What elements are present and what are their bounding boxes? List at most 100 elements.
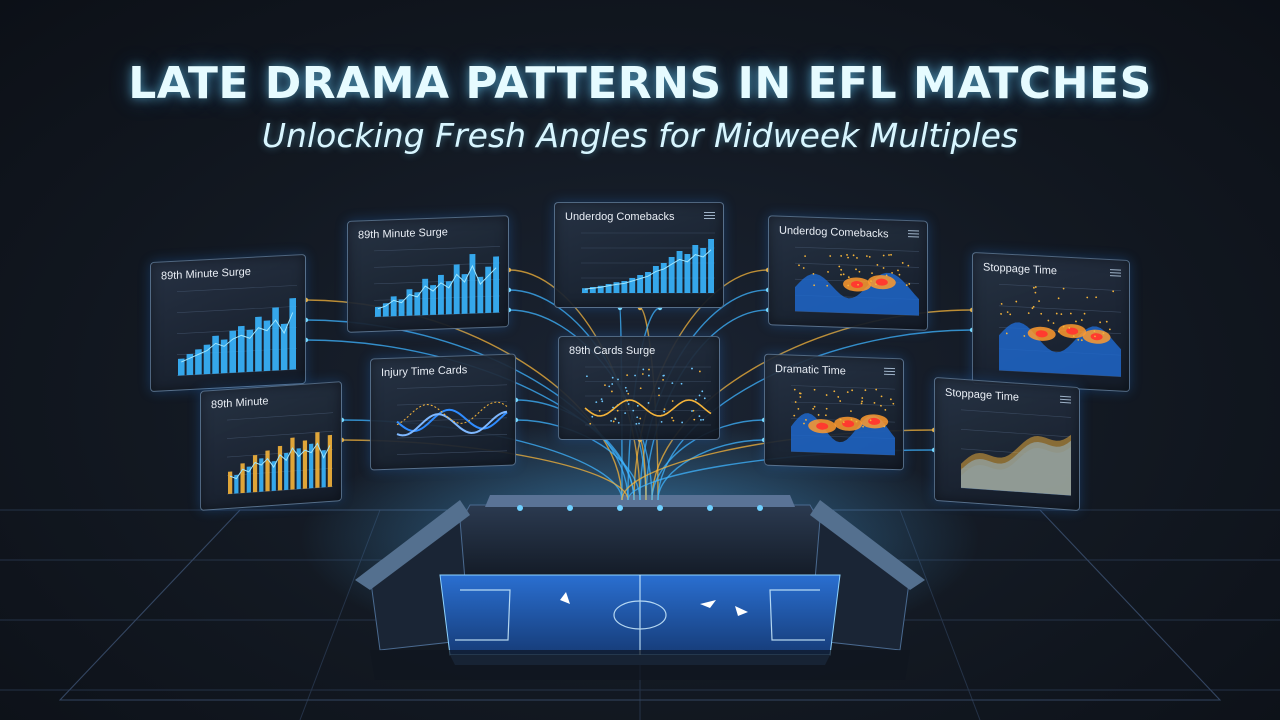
scatter-dot — [661, 421, 663, 423]
scatter-dot — [1053, 322, 1055, 324]
scatter-dot — [1058, 297, 1060, 299]
panel-89th-minute-surge-center-left[interactable]: 89th Minute Surge — [347, 215, 509, 333]
scatter-dot — [704, 397, 706, 399]
scatter-dot — [617, 379, 619, 381]
bar — [653, 266, 659, 293]
scatter-dot — [642, 373, 644, 375]
panel-89th-minute[interactable]: 89th Minute — [200, 381, 342, 511]
bar — [328, 435, 332, 487]
scatter-dot — [1081, 319, 1083, 321]
scatter-dot — [626, 374, 628, 376]
bar — [290, 438, 294, 490]
scatter-dot — [866, 255, 868, 257]
scatter-dot — [671, 417, 673, 419]
scatter-dot — [636, 416, 638, 418]
scatter-dot — [799, 396, 801, 398]
scatter-dot — [855, 268, 857, 270]
scatter-dot — [1095, 296, 1097, 298]
scatter-dot — [672, 400, 674, 402]
bar — [303, 440, 307, 488]
scatter-dot — [890, 398, 892, 400]
scatter-dot — [812, 408, 814, 410]
scatter-dot — [825, 414, 827, 416]
scatter-dot — [625, 387, 627, 389]
bar-chart — [348, 216, 509, 333]
bar — [692, 245, 698, 293]
scatter-dot — [611, 391, 613, 393]
scatter-dot — [693, 419, 695, 421]
scatter-dot — [1007, 311, 1009, 313]
heat-chart — [765, 355, 904, 471]
scatter-dot — [902, 262, 904, 264]
scatter-dot — [846, 254, 848, 256]
bar — [438, 275, 444, 315]
area-chart — [935, 378, 1080, 511]
scatter-dot — [897, 269, 899, 271]
bar — [391, 296, 397, 316]
scatter-dot — [635, 423, 637, 425]
panel-dramatic-time[interactable]: Dramatic Time — [764, 354, 904, 471]
panel-stoppage-time-lower[interactable]: Stoppage Time — [934, 377, 1080, 511]
scatter-dot — [883, 255, 885, 257]
scatter-dot — [859, 271, 861, 273]
scatter-dot — [888, 254, 890, 256]
scatter-dot — [899, 274, 901, 276]
scatter-dot — [874, 402, 876, 404]
scatter-dot — [1099, 321, 1101, 323]
scatter-dot — [804, 255, 806, 257]
scatter-dot — [611, 383, 613, 385]
scatter-dot — [851, 389, 853, 391]
bar-chart — [151, 255, 306, 392]
scatter-dot — [793, 415, 795, 417]
bar — [383, 303, 389, 316]
bar — [228, 472, 232, 494]
scatter-dot — [658, 394, 660, 396]
scatter-dot — [663, 411, 665, 413]
bar — [240, 463, 244, 493]
scatter-dot — [1035, 292, 1037, 294]
scatter-dot — [699, 371, 701, 373]
scatter-dot — [624, 412, 626, 414]
bar — [470, 254, 476, 314]
scatter-dot — [814, 406, 816, 408]
panel-stoppage-time-right[interactable]: Stoppage Time — [972, 252, 1130, 392]
bar — [289, 298, 296, 370]
scatter-dot — [814, 389, 816, 391]
heat-chart — [973, 253, 1130, 392]
scatter-dot — [595, 401, 597, 403]
scatter-dot — [843, 273, 845, 275]
scatter-dot — [601, 400, 603, 402]
scatter-dot — [700, 419, 702, 421]
wave-chart — [371, 354, 516, 470]
scatter-dot — [875, 389, 877, 391]
scatter-dot — [638, 423, 640, 425]
bar-chart — [201, 382, 342, 511]
scatter-dot — [639, 418, 641, 420]
scatter-dot — [1009, 313, 1011, 315]
scatter-dot — [856, 257, 858, 259]
panel-89th-minute-surge-left[interactable]: 89th Minute Surge — [150, 254, 306, 392]
scatter-dot — [691, 368, 693, 370]
panel-89th-cards-surge[interactable]: 89th Cards Surge — [558, 336, 720, 440]
bar — [677, 251, 683, 293]
scatter-dot — [608, 386, 610, 388]
scatter-dot — [907, 265, 909, 267]
scatter-dot — [627, 393, 629, 395]
bar — [265, 450, 269, 491]
scatter-dot — [826, 394, 828, 396]
scatter-dot — [890, 254, 892, 256]
heat-chart — [769, 216, 928, 331]
scatter-dot — [1040, 313, 1042, 315]
panel-underdog-comebacks-right[interactable]: Underdog Comebacks — [768, 215, 928, 331]
scatter-dot — [591, 416, 593, 418]
scatter-dot — [672, 420, 674, 422]
scatter-dot — [861, 397, 863, 399]
scatter-dot — [1047, 320, 1049, 322]
scatter-dot — [797, 408, 799, 410]
bar — [255, 317, 262, 372]
panel-injury-time-cards[interactable]: Injury Time Cards — [370, 353, 516, 470]
scatter-dot — [663, 375, 665, 377]
scatter-dot — [648, 369, 650, 371]
scatter-dot — [848, 276, 850, 278]
panel-underdog-comebacks-center[interactable]: Underdog Comebacks — [554, 202, 724, 308]
